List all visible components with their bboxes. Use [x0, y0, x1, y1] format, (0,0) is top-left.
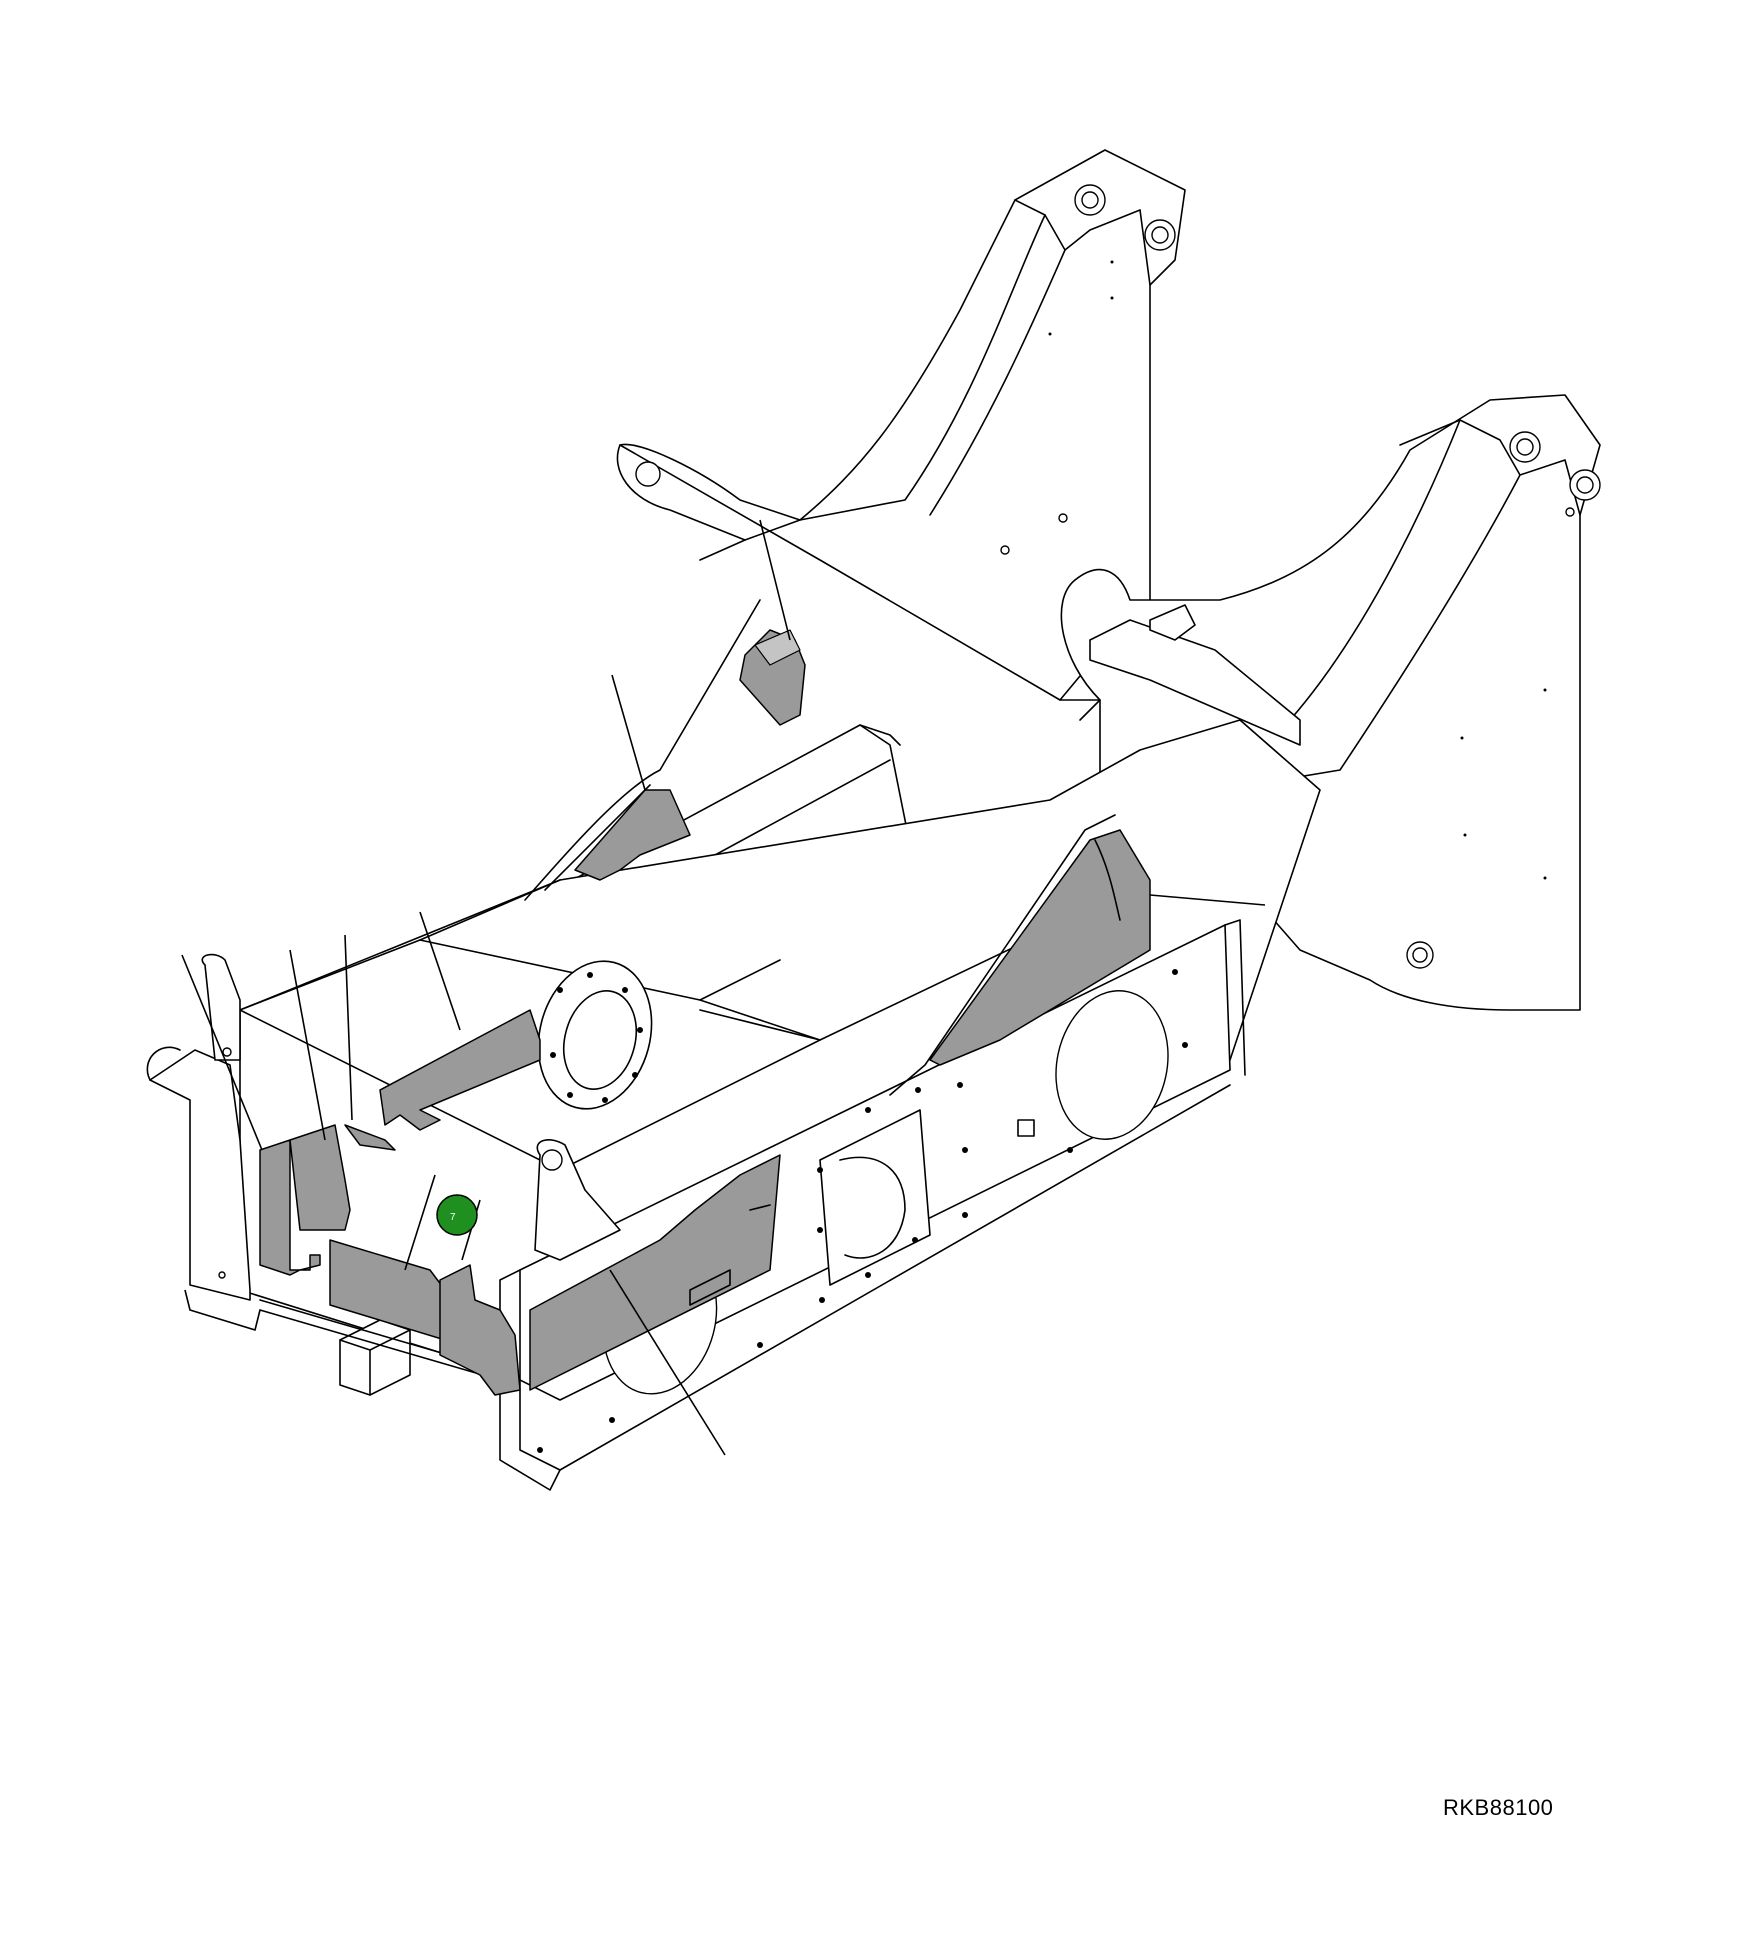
- wear-pad-side-plate: [529, 1154, 781, 1391]
- bolt-pattern: [537, 969, 1188, 1453]
- callout-marker[interactable]: 7: [436, 1194, 478, 1236]
- wear-pad-right-tower: [929, 829, 1151, 1066]
- wear-pad-center-inner: [379, 1009, 541, 1131]
- wear-pad-upper-beam: [574, 789, 691, 881]
- callout-circle[interactable]: [436, 1194, 478, 1236]
- wear-pad-front-right: [439, 1264, 521, 1396]
- leader-lines: [181, 519, 1266, 1456]
- reference-code: RKB88100: [1443, 1795, 1554, 1820]
- right-lift-tower: [1060, 394, 1601, 1011]
- rear-cross-member: [1059, 604, 1301, 746]
- callout-number: 7: [450, 1212, 456, 1223]
- wear-pads: [259, 599, 1151, 1396]
- wear-pad-front-left-outer: [259, 1139, 321, 1276]
- left-lift-tower: [616, 149, 1186, 701]
- wear-pad-front-left-inner: [289, 1124, 351, 1231]
- wear-pad-strip: [344, 1124, 396, 1151]
